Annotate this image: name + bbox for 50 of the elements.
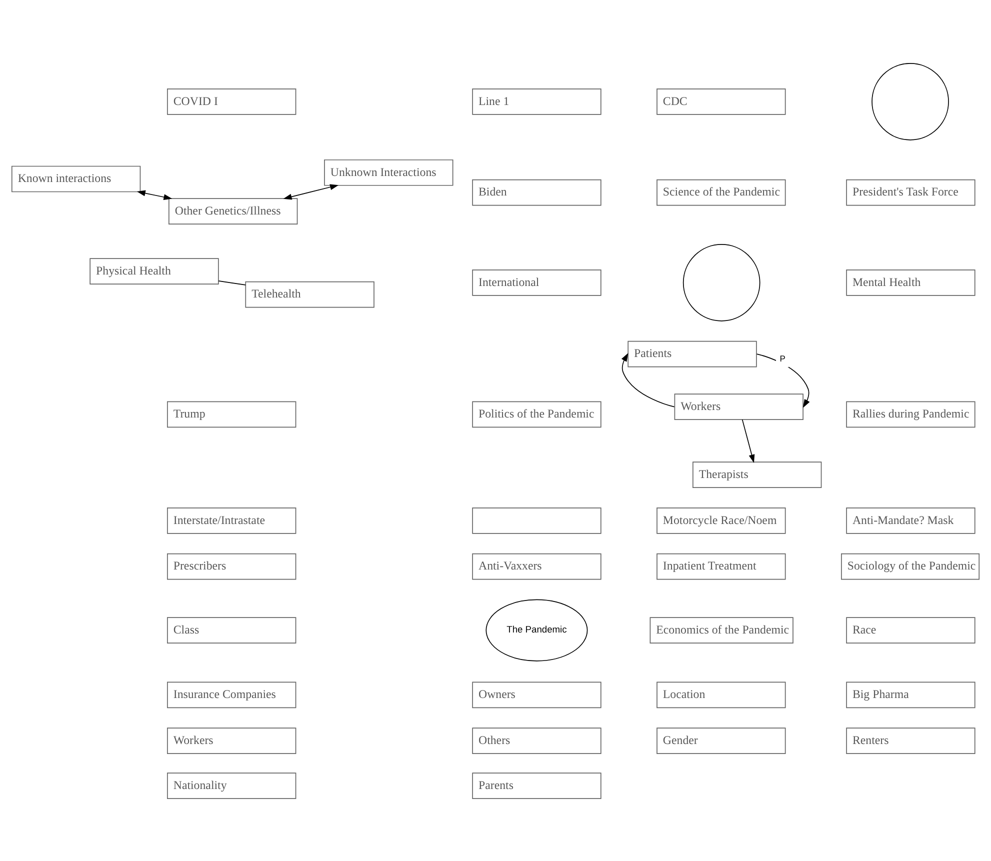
node-box: Telehealth — [245, 280, 374, 308]
node-box: COVID I — [167, 88, 296, 114]
node-box: Known interactions — [11, 165, 141, 192]
node-box: Mental Health — [846, 269, 976, 296]
edge-label: P — [780, 353, 786, 364]
node-ellipse: The Pandemic — [486, 598, 588, 661]
node-box: Line 1 — [472, 88, 602, 114]
node-box: Insurance Companies — [167, 681, 296, 708]
node-circle — [682, 244, 760, 321]
node-box: Politics of the Pandemic — [472, 400, 602, 428]
node-box: Owners — [472, 681, 602, 708]
node-box: Other Genetics/Illness — [168, 198, 298, 224]
node-box: Biden — [472, 178, 602, 206]
arrow — [283, 184, 339, 200]
node-box: Location — [656, 681, 786, 708]
node-box: Inpatient Treatment — [656, 552, 786, 580]
node-box: Big Pharma — [846, 681, 976, 708]
node-box: Economics of the Pandemic — [650, 616, 794, 643]
connector — [218, 280, 246, 285]
node-box: Workers — [674, 393, 804, 420]
node-box: International — [472, 269, 602, 296]
node-box: Interstate/Intrastate — [167, 507, 296, 534]
arrow — [742, 418, 755, 463]
node-box: Class — [167, 616, 296, 643]
node-box: Science of the Pandemic — [656, 178, 786, 206]
node-box: President's Task Force — [846, 178, 976, 206]
node-box: Workers — [167, 727, 296, 754]
node-box: Nationality — [167, 772, 296, 799]
node-box: Sociology of the Pandemic — [841, 552, 980, 580]
node-box: Physical Health — [90, 258, 219, 284]
node-box: Renters — [846, 727, 976, 754]
node-box: Rallies during Pandemic — [846, 400, 976, 428]
node-box: Trump — [167, 400, 296, 428]
arrow — [136, 190, 172, 200]
node-box: Therapists — [692, 461, 822, 488]
node-box: Race — [846, 616, 976, 643]
node-box: Anti-Mandate? Mask — [846, 507, 976, 534]
node-box: Others — [472, 727, 602, 754]
arrow — [621, 352, 675, 407]
node-box: Motorcycle Race/Noem — [656, 507, 786, 534]
node-box: Patients — [628, 340, 757, 367]
node-box: Unknown Interactions — [324, 158, 454, 186]
node-circle — [872, 62, 949, 140]
node-box: CDC — [656, 88, 786, 114]
node-box: Parents — [472, 772, 602, 799]
node-box: Prescribers — [167, 552, 296, 580]
node-box: Anti-Vaxxers — [472, 552, 602, 580]
node-box: Gender — [656, 727, 786, 754]
node-box — [472, 507, 602, 534]
arrow — [756, 353, 810, 408]
